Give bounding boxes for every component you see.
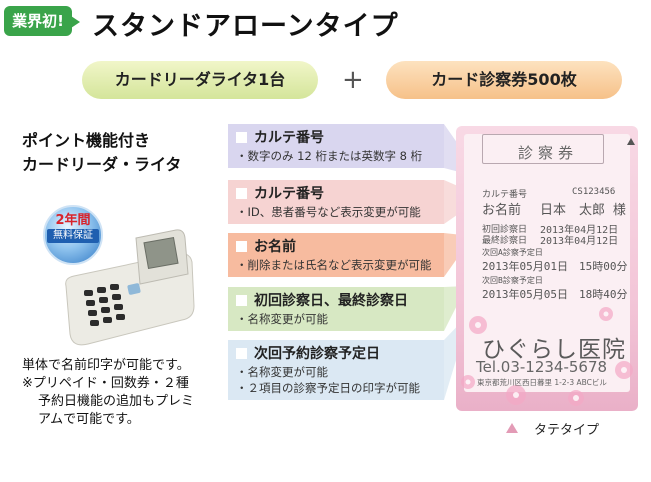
card-title: 診察券 — [518, 144, 579, 162]
first-in-industry-badge: 業界初! — [4, 6, 80, 36]
feature-label: お名前 — [236, 236, 296, 256]
card-next-b-value: 2013年05月05日 18時40分 — [482, 288, 628, 301]
card-name-value: 日本 太郎 様 — [540, 203, 626, 218]
note-line-1: 単体で名前印字が可能です。 — [22, 358, 190, 373]
card-first-visit-value: 2013年04月12日 — [540, 225, 619, 236]
card-karte-label: カルテ番号 — [482, 190, 528, 200]
feature-karte-number-1: カルテ番号 ・数字のみ 12 桁または英数字 8 桁 — [228, 124, 444, 168]
cherry-blossom-pattern — [461, 307, 633, 406]
card-next-b-label: 次回B診察予定日 — [482, 276, 543, 285]
feature-desc: ・数字のみ 12 桁または英数字 8 桁 — [236, 149, 423, 163]
feature-desc: ・名称変更が可能 — [236, 312, 328, 326]
feature-label: 初回診察日、最終診察日 — [236, 290, 408, 310]
card-title-frame — [482, 134, 604, 164]
patient-card — [456, 126, 638, 411]
reader-heading-line2: カードリーダ・ライタ — [22, 155, 182, 174]
feature-label: カルテ番号 — [236, 127, 324, 147]
card-clinic-tel: Tel.03-1234-5678 — [476, 358, 608, 376]
card-name-label: お名前 — [482, 203, 522, 218]
feature-desc: ・ID、患者番号など表示変更が可能 — [236, 205, 421, 219]
bundle-cards: カード診察券500枚 — [386, 61, 622, 99]
bundle-reader-writer: カードリーダライタ1台 — [82, 61, 318, 99]
card-reader-device-image — [65, 229, 195, 346]
reader-heading-line1: ポイント機能付き — [22, 131, 151, 150]
card-next-a-value: 2013年05月01日 15時00分 — [482, 260, 628, 273]
feature-desc-2: ・２項目の診察予定日の印字が可能 — [236, 381, 420, 395]
card-orientation-caption: タテタイプ — [534, 423, 600, 438]
feature-visit-dates: 初回診察日、最終診察日 ・名称変更が可能 — [228, 287, 444, 331]
card-karte-value: CS123456 — [572, 187, 616, 197]
card-last-visit-value: 2013年04月12日 — [540, 236, 619, 247]
card-first-visit-label: 初回診察日 — [482, 225, 528, 235]
card-last-visit-label: 最終診察日 — [482, 236, 528, 246]
warranty-free-label: 無料保証 — [47, 229, 99, 243]
feature-label: 次回予約診察予定日 — [236, 343, 380, 363]
plus-sign: + — [342, 65, 364, 95]
feature-desc: ・削除または氏名など表示変更が可能 — [236, 258, 432, 272]
feature-name: お名前 ・削除または氏名など表示変更が可能 — [228, 233, 444, 277]
feature-label: カルテ番号 — [236, 183, 324, 203]
card-next-a-label: 次回A診察予定日 — [482, 248, 543, 257]
card-clinic-address: 東京都荒川区西日暮里 1-2-3 ABCビル — [477, 378, 607, 387]
card-clinic-name: ひぐらし医院 — [482, 337, 626, 363]
warranty-years: 2年間 — [55, 213, 91, 228]
card-up-arrow-icon — [627, 138, 635, 145]
page-title: スタンドアローンタイプ — [92, 11, 399, 42]
feature-karte-number-2: カルテ番号 ・ID、患者番号など表示変更が可能 — [228, 180, 444, 224]
note-line-3: 予約日機能の追加もプレミ — [38, 394, 195, 409]
feature-next-appointment: 次回予約診察予定日 ・名称変更が可能 ・２項目の診察予定日の印字が可能 — [228, 340, 444, 400]
note-line-2: ※プリペイド・回数券・２種 — [22, 376, 189, 391]
feature-desc: ・名称変更が可能 — [236, 365, 328, 379]
note-line-4: アムで可能です。 — [38, 412, 140, 427]
triangle-marker-icon — [506, 423, 518, 433]
